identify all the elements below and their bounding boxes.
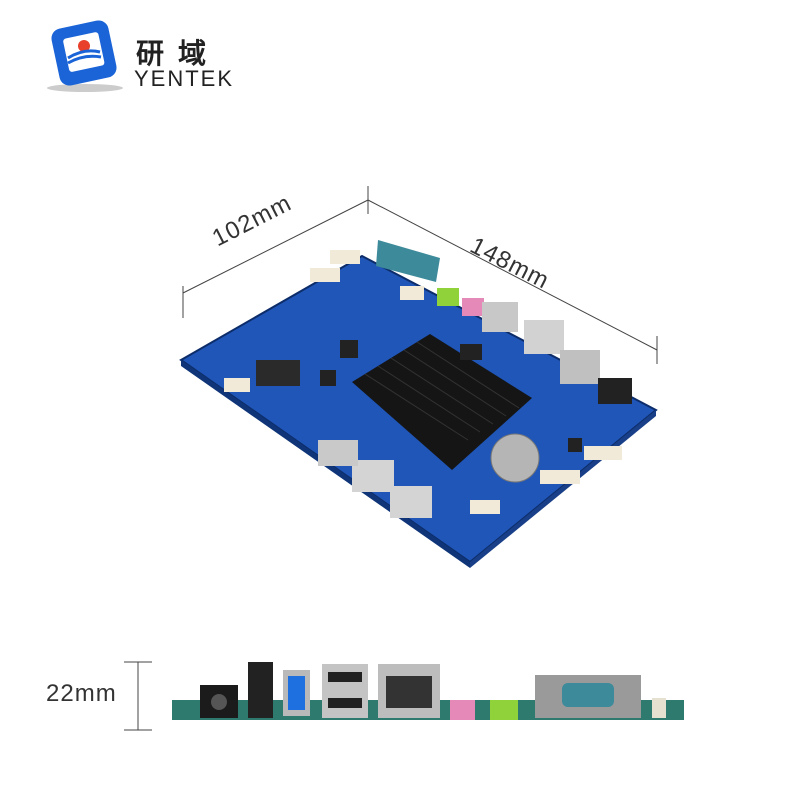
motherboard-side-view [172,662,684,720]
brand-logo-icon [47,20,123,92]
height-dimension-label: 22mm [46,680,117,707]
dimension-lines [124,186,658,731]
motherboard-top-view [179,240,658,568]
brand-name-en: YENTEK [134,66,235,91]
brand-name-cn: 研域 [136,37,221,70]
